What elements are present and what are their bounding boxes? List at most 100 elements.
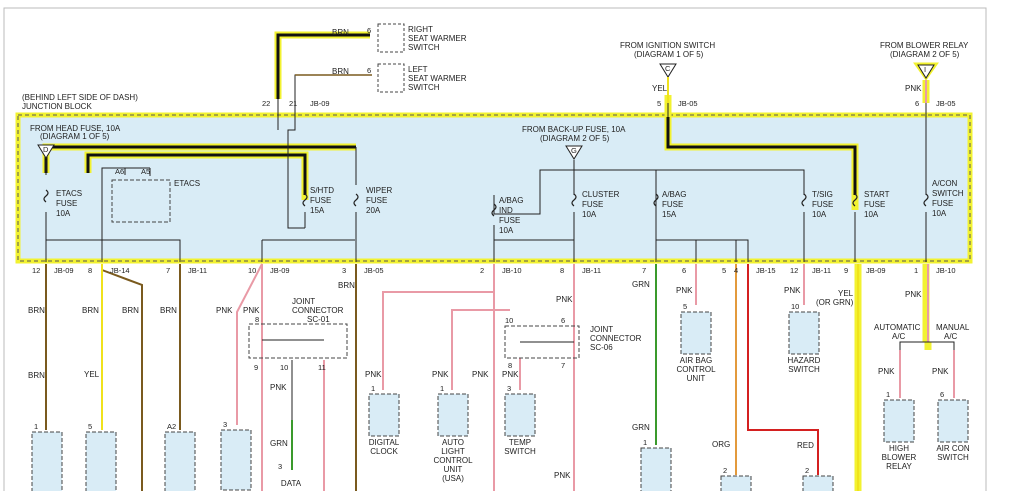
block-location: (BEHIND LEFT SIDE OF DASH)	[22, 93, 138, 102]
terminal-jb: JB-11	[188, 266, 207, 275]
terminal-jb: JB-09	[270, 266, 290, 275]
cluster-fuse-l2: FUSE	[582, 200, 603, 209]
terminal-jb: JB-11	[812, 266, 831, 275]
pin-21: 21	[289, 99, 297, 108]
wire-pnk-7: PNK	[502, 370, 519, 379]
component-box	[368, 393, 400, 437]
terminal-pin: 5	[722, 266, 726, 275]
component-box	[31, 431, 63, 491]
etacs-box-label: ETACS	[174, 179, 200, 188]
etacs-pin-a6: A6	[115, 167, 124, 176]
wire-pnk-1: PNK	[216, 306, 233, 315]
abag-ind-l1: A/BAG	[499, 196, 523, 205]
junction-block	[17, 114, 971, 262]
cluster-fuse-l1: CLUSTER	[582, 190, 620, 199]
wire-pnk-3: PNK	[270, 383, 287, 392]
component-box	[640, 447, 672, 491]
tsig-fuse-l1: T/SIG	[812, 190, 833, 199]
wire-pnk-6: PNK	[472, 370, 489, 379]
left-seat-l1: LEFT	[408, 65, 428, 74]
wiper-fuse-l2: FUSE	[366, 196, 387, 205]
terminal-jb: JB-15	[756, 266, 776, 275]
wire-pnk-9: PNK	[554, 471, 571, 480]
joint-sc01-pin9: 9	[254, 363, 258, 372]
joint-sc06-l3: SC-06	[590, 343, 613, 352]
component-box	[680, 311, 712, 355]
abag-ind-l2: IND	[499, 206, 513, 215]
backup-fuse-ref: G	[571, 146, 577, 155]
terminal-pin: 2	[480, 266, 484, 275]
joint-sc06-pin8: 8	[508, 361, 512, 370]
shtd-fuse-l1: S/HTD	[310, 186, 334, 195]
component-name: AIR BAG	[680, 356, 712, 365]
terminal-pin: 8	[560, 266, 564, 275]
joint-sc06-pin10: 10	[505, 316, 513, 325]
etacs-fuse-l2: FUSE	[56, 199, 77, 208]
component-box	[504, 393, 536, 437]
right-seat-wire: BRN	[332, 28, 349, 37]
component-name: (USA)	[442, 474, 464, 483]
wire-pnk-11: PNK	[784, 286, 801, 295]
terminal-pin: 6	[682, 266, 686, 275]
component-box	[802, 475, 834, 491]
component-name: CONTROL	[676, 365, 716, 374]
right-seat-l1: RIGHT	[408, 25, 433, 34]
head-fuse-l2: (DIAGRAM 1 OF 5)	[40, 132, 110, 141]
abag-fuse-l1: A/BAG	[662, 190, 686, 199]
joint-connectors: JOINT CONNECTOR SC-01 8 9 10 11 JOINT CO…	[248, 297, 642, 372]
component-name: UNIT	[687, 374, 706, 383]
ac-manual-l2: A/C	[944, 332, 958, 341]
wire-color-labels: BRN BRN BRN YEL BRN BRN PNK PNK PNK GRN …	[28, 280, 949, 480]
backup-fuse-l1: FROM BACK-UP FUSE, 10A	[522, 125, 626, 134]
joint-sc06-l1: JOINT	[590, 325, 613, 334]
etacs-fuse-l1: ETACS	[56, 189, 82, 198]
joint-sc06-pin6: 6	[561, 316, 565, 325]
terminal-pin: 9	[844, 266, 848, 275]
wire-yel-1: YEL	[84, 370, 100, 379]
terminal-jb: JB-10	[502, 266, 522, 275]
wire-grn-2: GRN	[632, 280, 650, 289]
start-fuse-l3: 10A	[864, 210, 879, 219]
wire-yel-2: YEL	[838, 289, 854, 298]
abag-fuse-l2: FUSE	[662, 200, 683, 209]
terminal-pin: 12	[32, 266, 40, 275]
component-pin: 3	[278, 462, 282, 471]
component-name: SWITCH	[788, 365, 820, 374]
blower-relay-marker	[917, 64, 935, 79]
component-pin: 2	[805, 466, 809, 475]
component-pin: A2	[167, 422, 176, 431]
terminal-jb: JB-05	[364, 266, 384, 275]
component-name: SWITCH	[937, 453, 969, 462]
component-pin: 1	[371, 384, 375, 393]
wire-pnk-2: PNK	[243, 306, 260, 315]
component-pin: 1	[643, 438, 647, 447]
start-fuse-l1: START	[864, 190, 890, 199]
component-name: UNIT	[444, 465, 463, 474]
terminal-jb: JB-11	[582, 266, 601, 275]
ac-auto-l1: AUTOMATIC	[874, 323, 921, 332]
wire-org-1: ORG	[712, 440, 730, 449]
terminal-pin: 7	[642, 266, 646, 275]
terminal-jb: JB-09	[866, 266, 886, 275]
backup-fuse-marker	[565, 145, 583, 160]
wire-brn-3: BRN	[82, 306, 99, 315]
component-name: DATA	[281, 479, 302, 488]
internal-lines	[45, 74, 927, 262]
component-pin: 6	[940, 390, 944, 399]
tsig-fuse-l2: FUSE	[812, 200, 833, 209]
ignition-wire-color: YEL	[652, 84, 668, 93]
jb-top-09: JB-09	[310, 99, 330, 108]
component-box	[164, 431, 196, 491]
terminal-pin: 1	[914, 266, 918, 275]
component-pin: 5	[683, 302, 687, 311]
wire-red-1: RED	[797, 441, 814, 450]
blower-relay-l1: FROM BLOWER RELAY	[880, 41, 969, 50]
tsig-fuse-l3: 10A	[812, 210, 827, 219]
component-name: AUTO	[442, 438, 464, 447]
joint-sc01-box	[248, 323, 348, 359]
component-pin: 10	[791, 302, 799, 311]
terminal-pin: 7	[166, 266, 170, 275]
wiper-fuse-l1: WIPER	[366, 186, 392, 195]
